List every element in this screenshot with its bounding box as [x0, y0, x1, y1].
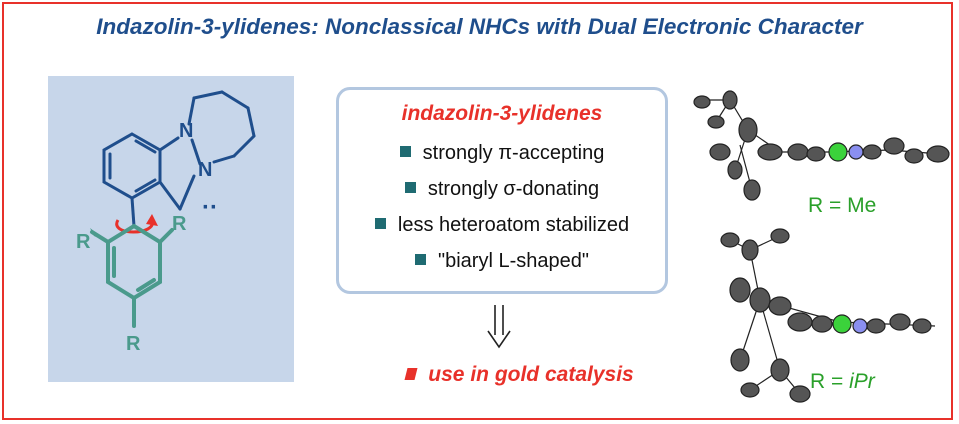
- aryl-ring: [90, 223, 174, 328]
- property-item: strongly π-accepting: [339, 142, 665, 165]
- square-bullet-icon: [399, 146, 411, 157]
- property-text: strongly σ-donating: [427, 178, 600, 200]
- r-group-left: R: [76, 231, 91, 253]
- property-text: less heteroatom stabilized: [397, 214, 630, 236]
- nitrogen-1: N: [179, 120, 193, 142]
- property-item: "biaryl L-shaped": [339, 250, 665, 273]
- rotation-arrowhead-icon: [146, 214, 158, 226]
- r-group-right: R: [172, 213, 187, 235]
- crystal-structures: R = Me R = iPr: [693, 90, 950, 403]
- crystal-label-me: R = Me: [808, 194, 876, 217]
- figure-title: Indazolin-3-ylidenes: Nonclassical NHCs …: [96, 14, 863, 39]
- properties-heading: indazolin-3-ylidenes: [401, 102, 603, 125]
- properties-box: indazolin-3-ylidenes strongly π-acceptin…: [336, 87, 668, 294]
- square-bullet-icon: [374, 218, 386, 229]
- indazolinylidene-structure: N N ·· R R R: [76, 90, 256, 355]
- crystal-label-ipr: R = iPr: [810, 370, 876, 393]
- property-text: "biaryl L-shaped": [438, 250, 589, 272]
- carbene-lone-pair: ··: [202, 194, 218, 221]
- square-bullet-icon: [404, 182, 416, 193]
- wedge-bond: [90, 228, 108, 242]
- property-item: strongly σ-donating: [339, 178, 665, 201]
- down-double-arrow-icon: [487, 305, 511, 349]
- square-bullet-icon: [415, 254, 427, 265]
- red-bullet-icon: [404, 368, 418, 380]
- property-item: less heteroatom stabilized: [339, 214, 665, 237]
- application-text: use in gold catalysis: [428, 363, 634, 386]
- crystal-structure-ipr: [720, 228, 936, 403]
- figure-border: [2, 2, 953, 420]
- r-group-para: R: [126, 333, 141, 355]
- application-label: use in gold catalysis: [370, 363, 670, 387]
- property-text: strongly π-accepting: [422, 142, 605, 164]
- benzo-ring: [102, 132, 162, 200]
- crystal-structure-me: [693, 90, 950, 201]
- biaryl-bond: [130, 197, 136, 227]
- nitrogen-2: N: [198, 159, 212, 181]
- azole-rings: [158, 90, 256, 211]
